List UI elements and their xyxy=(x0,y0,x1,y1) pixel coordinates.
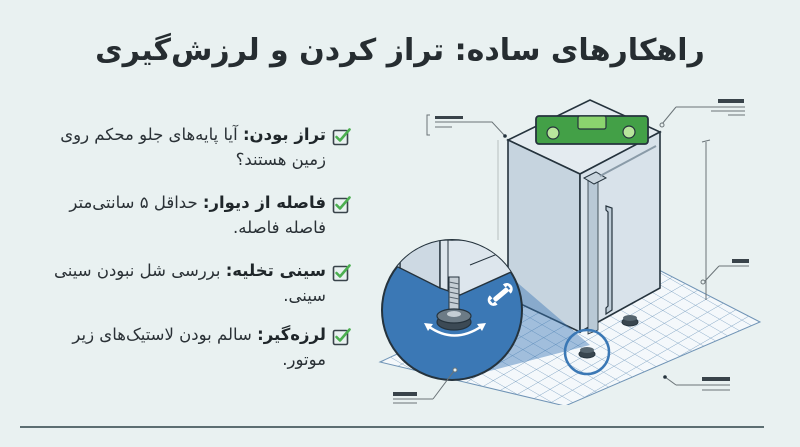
checklist-item-vibration-damper: لرزه‌گیر: سالم بودن لاستیک‌های زیر موتور… xyxy=(40,322,352,374)
checklist-item-text: فاصله از دیوار: حداقل ۵ سانتی‌متر فاصله … xyxy=(40,190,326,240)
checkbox-checked-icon xyxy=(332,327,352,346)
item-label: فاصله از دیوار: xyxy=(202,193,326,212)
checklist-item-leveling: تراز بودن: آیا پایه‌های جلو محکم روی زمی… xyxy=(40,122,352,174)
checklist-item-text: لرزه‌گیر: سالم بودن لاستیک‌های زیر موتور… xyxy=(40,322,326,372)
checklist-item-text: سینی تخلیه: بررسی شل نبودن سینی سینی. xyxy=(40,258,326,308)
checklist-item-wall-distance: فاصله از دیوار: حداقل ۵ سانتی‌متر فاصله … xyxy=(40,190,352,242)
item-description: آیا پایه‌های جلو محکم روی زمین هستند؟ xyxy=(60,125,326,169)
page-title: راهکارهای ساده: تراز کردن و لرزش‌گیری xyxy=(95,33,705,68)
item-label: لرزه‌گیر: xyxy=(257,325,326,344)
checklist: تراز بودن: آیا پایه‌های جلو محکم روی زمی… xyxy=(40,122,352,390)
checklist-item-text: تراز بودن: آیا پایه‌های جلو محکم روی زمی… xyxy=(40,122,326,172)
wrench-icon xyxy=(487,283,513,306)
checkbox-checked-icon xyxy=(332,195,352,214)
item-label: تراز بودن: xyxy=(242,125,326,144)
adjustable-foot-zoom xyxy=(381,239,523,381)
bottom-divider xyxy=(20,426,764,428)
item-description: حداقل ۵ سانتی‌متر فاصله فاصله. xyxy=(69,193,326,237)
item-description: بررسی شل نبودن سینی سینی. xyxy=(54,261,326,305)
item-description: سالم بودن لاستیک‌های زیر موتور. xyxy=(72,325,326,369)
spirit-level-icon xyxy=(535,115,649,145)
item-label: سینی تخلیه: xyxy=(225,261,326,280)
checklist-item-drain-tray: سینی تخلیه: بررسی شل نبودن سینی سینی. xyxy=(40,258,352,310)
rotate-arrow-icon xyxy=(427,325,483,337)
checkbox-checked-icon xyxy=(332,263,352,282)
checkbox-checked-icon xyxy=(332,127,352,146)
callout-line-icon xyxy=(393,99,749,404)
refrigerator-leveling-illustration xyxy=(378,99,762,405)
